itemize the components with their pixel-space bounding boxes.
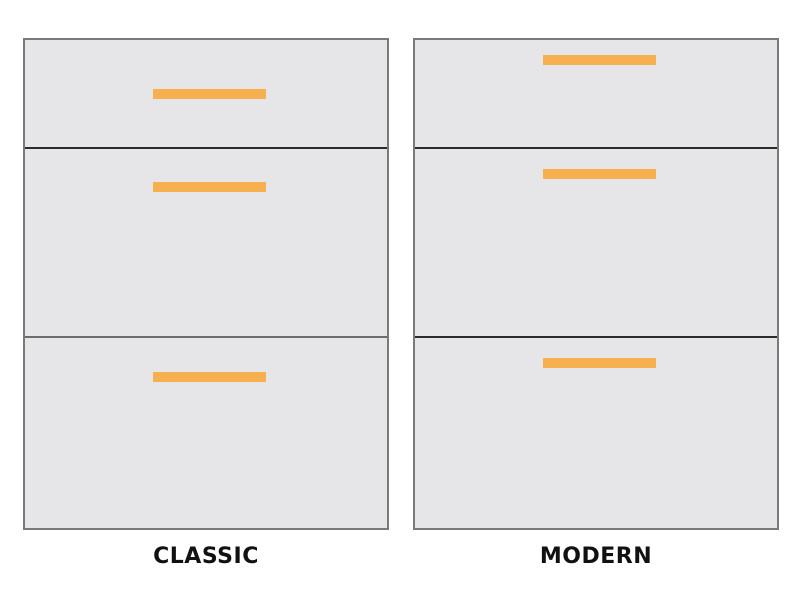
modern-drawer-divider-1 [415,147,777,149]
classic-label: CLASSIC [153,544,259,569]
classic-drawer-3-handle [153,372,266,382]
modern-drawer-2-handle [543,169,656,179]
classic-drawer-divider-2 [25,336,387,338]
modern-cabinet [413,38,779,530]
classic-drawer-2-handle [153,182,266,192]
modern-drawer-1-handle [543,55,656,65]
modern-label: MODERN [539,544,653,569]
modern-drawer-3-handle [543,358,656,368]
classic-drawer-divider-1 [25,147,387,149]
classic-drawer-1-handle [153,89,266,99]
classic-cabinet [23,38,389,530]
modern-drawer-divider-2 [415,336,777,338]
